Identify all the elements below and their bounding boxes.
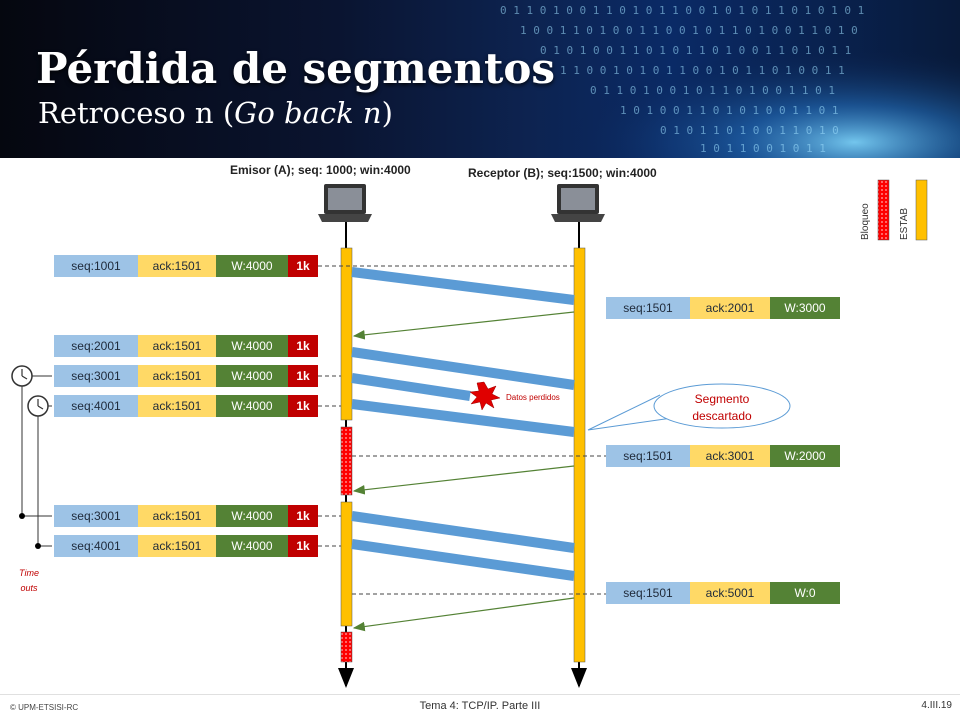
- seq-field: seq:2001: [54, 335, 138, 357]
- timeout-clock-icon: [11, 365, 33, 387]
- data-arrows: [351, 267, 575, 581]
- title-banner: 0 1 1 0 1 0 0 1 1 0 1 0 1 1 0 0 1 0 1 0 …: [0, 0, 960, 158]
- window-field: W:4000: [216, 505, 288, 527]
- receiver-estab-bar: [573, 247, 586, 663]
- size-field: 1k: [288, 365, 318, 387]
- sender-block-bar: [340, 631, 353, 663]
- sender-estab-bar: [340, 501, 353, 627]
- seq-field: seq:4001: [54, 535, 138, 557]
- receiver-segment-row: seq:1501 ack:5001 W:0: [606, 582, 840, 604]
- svg-text:1 0 0 1 1 0 1 0 0 1 1 0 0 1 0: 1 0 0 1 1 0 1 0 0 1 1 0 0 1 0 1 1 0 1 0 …: [520, 24, 858, 37]
- seq-field: seq:4001: [54, 395, 138, 417]
- sender-laptop-icon: [318, 184, 372, 222]
- svg-text:1 0 1 1 0 0 1 0 1 1: 1 0 1 1 0 0 1 0 1 1: [700, 142, 826, 155]
- ack-field: ack:1501: [138, 505, 216, 527]
- svg-text:0 1 0 1 0 0 1 1 0 1 0 1 1 0 1: 0 1 0 1 0 0 1 1 0 1 0 1 1 0 1 0 0 1 1 0 …: [540, 44, 851, 57]
- slide-subtitle: Retroceso n (Go back n): [38, 96, 393, 130]
- size-field: 1k: [288, 505, 318, 527]
- receiver-laptop-icon: [551, 184, 605, 222]
- sender-segment-row: seq:2001 ack:1501 W:4000 1k: [54, 335, 318, 357]
- window-field: W:0: [770, 582, 840, 604]
- callout-bubble: [587, 383, 791, 431]
- svg-text:1 1 0 0 1 0 1 0 1 1 0 0 1 0 1: 1 1 0 0 1 0 1 0 1 1 0 0 1 0 1 1 0 1 0 0 …: [560, 64, 845, 77]
- svg-text:0 1 0 1 1 0 1 0 0 1 1 0 1 0: 0 1 0 1 1 0 1 0 0 1 1 0 1 0: [660, 124, 839, 137]
- size-field: 1k: [288, 395, 318, 417]
- svg-text:0 1 1 0 1 0 0 1 1 0 1 0 1 1 0: 0 1 1 0 1 0 0 1 1 0 1 0 1 1 0 0 1 0 1 0 …: [500, 4, 864, 17]
- footer-divider: [0, 694, 960, 695]
- sender-segment-row: seq:4001 ack:1501 W:4000 1k: [54, 535, 318, 557]
- subtitle-prefix: Retroceso n (: [38, 96, 235, 130]
- window-field: W:4000: [216, 255, 288, 277]
- ack-field: ack:1501: [138, 255, 216, 277]
- footer-copyright: © UPM-ETSISI-RC: [10, 703, 79, 712]
- timeout-clock-icon: [27, 395, 49, 417]
- explosion-icon: [469, 381, 501, 411]
- binary-background-graphic: 0 1 1 0 1 0 0 1 1 0 1 0 1 1 0 0 1 0 1 0 …: [480, 0, 960, 158]
- timeout-dot: [35, 543, 41, 549]
- lost-data-label: Datos perdidos: [506, 393, 560, 402]
- timeouts-line-1: Time: [19, 568, 39, 578]
- ack-field: ack:1501: [138, 535, 216, 557]
- ack-field: ack:3001: [690, 445, 770, 467]
- subtitle-suffix: ): [381, 96, 393, 130]
- seq-field: seq:1501: [606, 297, 690, 319]
- window-field: W:4000: [216, 395, 288, 417]
- seq-field: seq:1501: [606, 445, 690, 467]
- size-field: 1k: [288, 255, 318, 277]
- window-field: W:4000: [216, 535, 288, 557]
- size-field: 1k: [288, 335, 318, 357]
- seq-field: seq:1001: [54, 255, 138, 277]
- receiver-segment-row: seq:1501 ack:3001 W:2000: [606, 445, 840, 467]
- timeouts-label: Time outs: [14, 566, 44, 596]
- seq-field: seq:1501: [606, 582, 690, 604]
- sender-label: Emisor (A); seq: 1000; win:4000: [230, 163, 411, 177]
- legend-block-label: Bloqueo: [860, 203, 871, 240]
- ack-field: ack:1501: [138, 335, 216, 357]
- timeout-lines: [21, 375, 52, 547]
- timeouts-line-2: outs: [20, 583, 38, 593]
- legend-estab-label: ESTAB: [899, 207, 910, 240]
- subtitle-italic: Go back n: [234, 96, 382, 130]
- timeout-dot: [19, 513, 25, 519]
- slide-number: 4.III.19: [921, 700, 952, 711]
- ack-arrows: [352, 311, 575, 632]
- sender-segment-row: seq:1001 ack:1501 W:4000 1k: [54, 255, 318, 277]
- ack-field: ack:1501: [138, 365, 216, 387]
- seq-field: seq:3001: [54, 365, 138, 387]
- seq-field: seq:3001: [54, 505, 138, 527]
- ack-field: ack:2001: [690, 297, 770, 319]
- ack-field: ack:5001: [690, 582, 770, 604]
- sender-estab-bar: [340, 247, 353, 421]
- sender-block-bar: [340, 426, 353, 496]
- sender-segment-row: seq:3001 ack:1501 W:4000 1k: [54, 365, 318, 387]
- discarded-segment-label: Segmento descartado: [662, 391, 782, 425]
- receiver-segment-row: seq:1501 ack:2001 W:3000: [606, 297, 840, 319]
- legend-block-swatch: [877, 179, 890, 241]
- slide-title: Pérdida de segmentos: [36, 44, 556, 93]
- svg-text:1 0 1 0 0 1 1 0 1 0 1 0 0 1 1: 1 0 1 0 0 1 1 0 1 0 1 0 0 1 1 0 1: [620, 104, 839, 117]
- window-field: W:4000: [216, 365, 288, 387]
- sender-segment-row: seq:3001 ack:1501 W:4000 1k: [54, 505, 318, 527]
- svg-text:0 1 1 0 1 0 0 1 0 1 1 0 1 0 0: 0 1 1 0 1 0 0 1 0 1 1 0 1 0 0 1 1 0 1: [590, 84, 835, 97]
- ack-field: ack:1501: [138, 395, 216, 417]
- footer-topic: Tema 4: TCP/IP. Parte III: [419, 700, 541, 712]
- sender-segment-row: seq:4001 ack:1501 W:4000 1k: [54, 395, 318, 417]
- receiver-label: Receptor (B); seq:1500; win:4000: [468, 166, 657, 180]
- size-field: 1k: [288, 535, 318, 557]
- discarded-line-2: descartado: [692, 409, 752, 423]
- window-field: W:3000: [770, 297, 840, 319]
- window-field: W:4000: [216, 335, 288, 357]
- dashed-connectors: [318, 265, 606, 595]
- window-field: W:2000: [770, 445, 840, 467]
- legend-estab-swatch: [915, 179, 928, 241]
- discarded-line-1: Segmento: [694, 392, 750, 406]
